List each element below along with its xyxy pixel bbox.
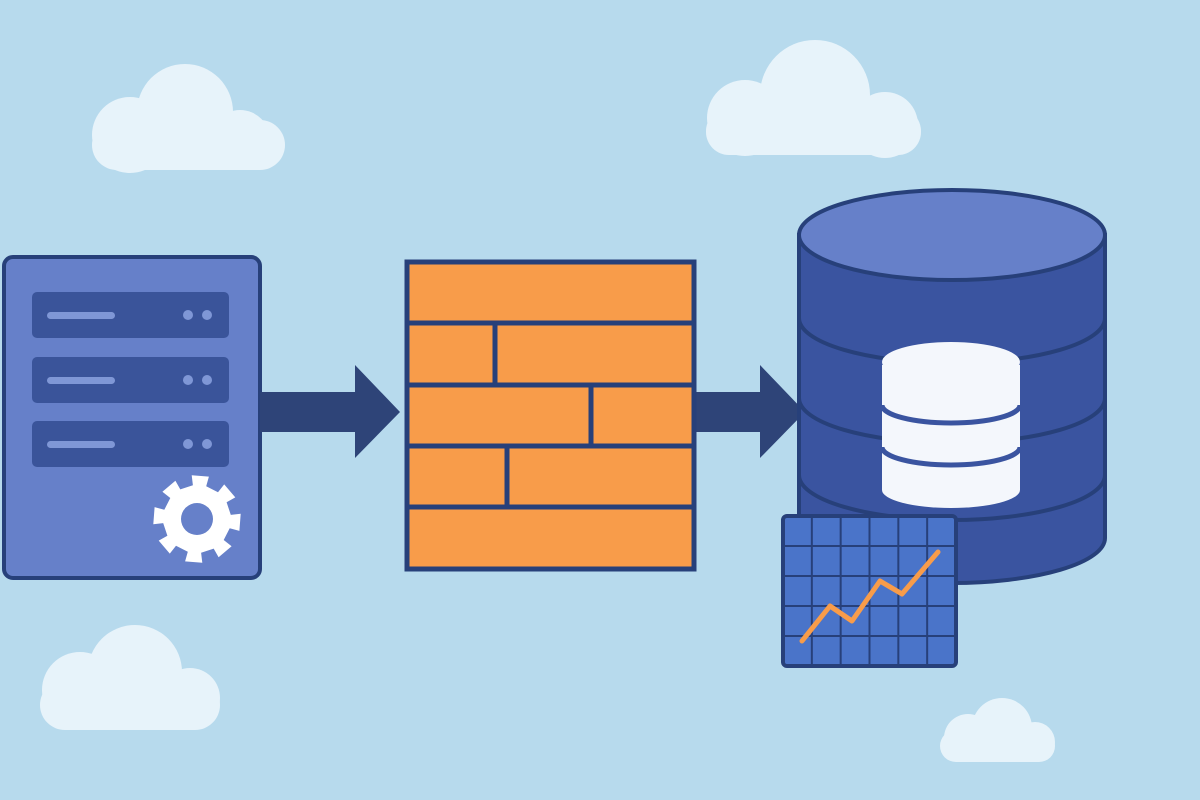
cloud-icon	[940, 698, 1055, 762]
gear-shape	[153, 475, 241, 563]
arrow-right-icon	[260, 365, 400, 458]
chart-trend-line	[799, 549, 941, 644]
cloud-icon	[92, 64, 285, 173]
server-slot	[32, 357, 229, 403]
database-icon	[879, 342, 1023, 508]
gear-icon	[153, 475, 241, 563]
cloud-icon	[40, 625, 220, 730]
server-slot	[32, 292, 229, 338]
cloud-icon	[706, 40, 921, 158]
firewall-icon	[404, 259, 697, 572]
server-icon	[2, 255, 262, 580]
chart-icon	[781, 514, 958, 668]
server-slot	[32, 421, 229, 467]
arrow-right-icon	[695, 365, 805, 458]
